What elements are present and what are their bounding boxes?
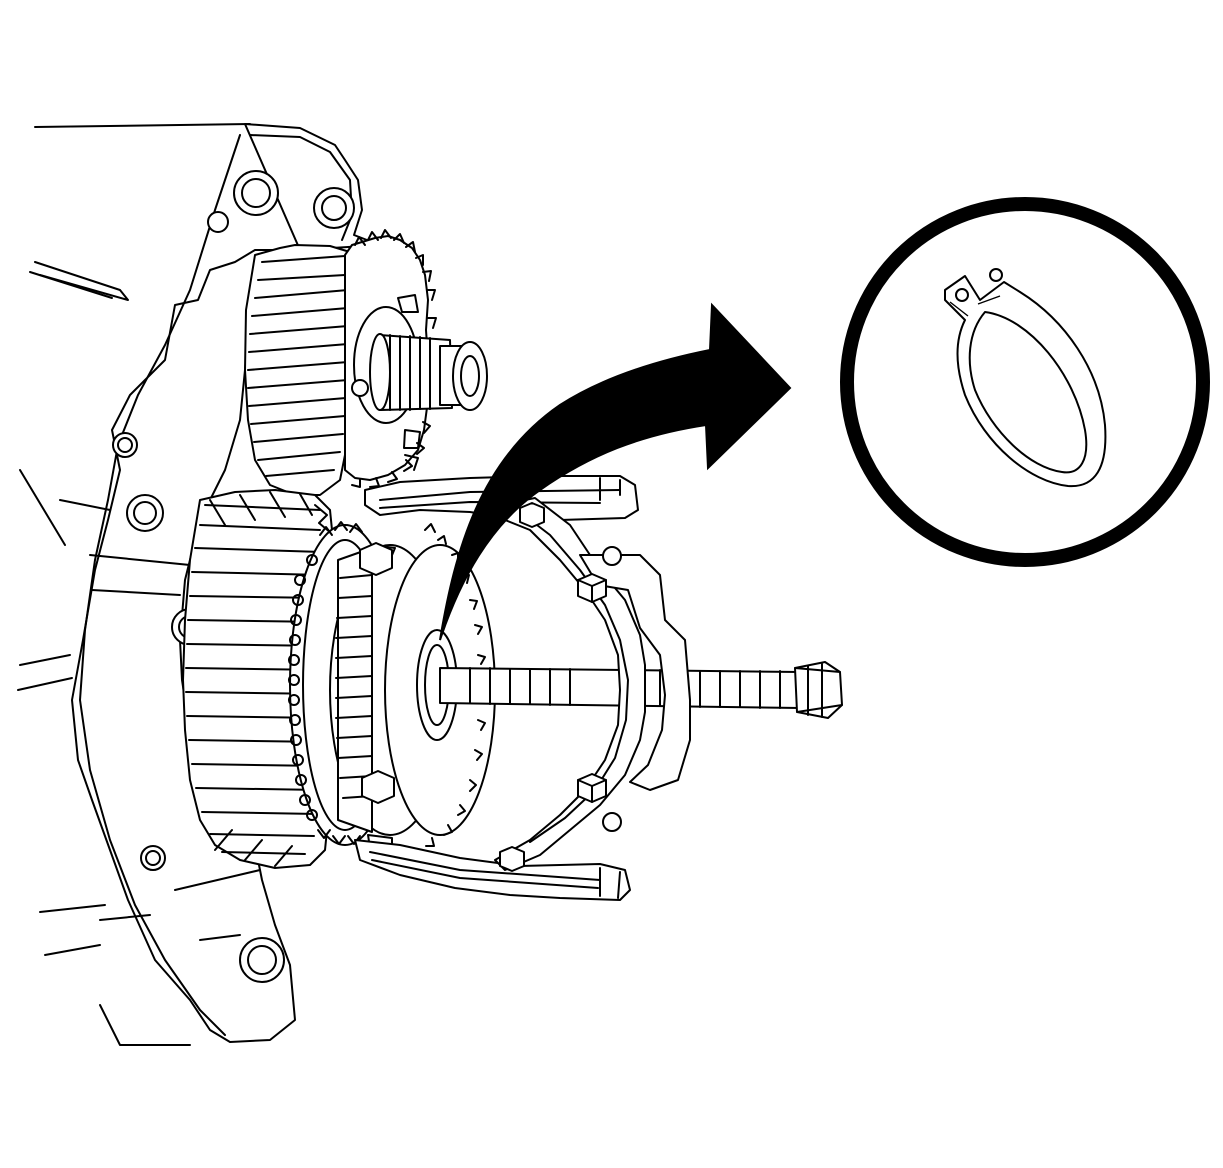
removal-arrow — [439, 302, 792, 641]
puller-bolts — [359, 502, 622, 872]
countershaft-gear — [244, 229, 488, 496]
bearing-puller — [354, 475, 691, 901]
helical-teeth — [185, 491, 328, 867]
snap-ring-icon — [944, 268, 1107, 488]
snap-ring-detail — [840, 197, 1210, 567]
sync-dots — [288, 554, 318, 821]
